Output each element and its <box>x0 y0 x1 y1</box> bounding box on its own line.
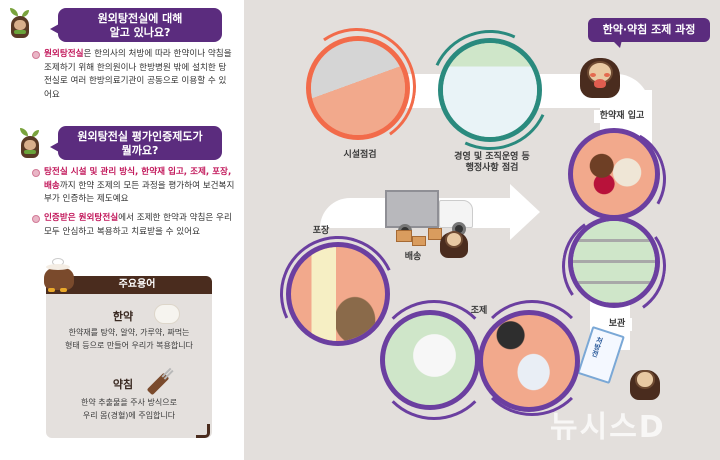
question-2-line2: 뭘까요? <box>121 144 159 157</box>
process-title: 한약·약침 조제 과정 <box>588 18 710 48</box>
step-label-admin-line1: 경영 및 조직운영 등 <box>454 152 530 162</box>
mascot-icon <box>18 128 42 158</box>
question-1-line1: 원외탕전실에 대해 <box>97 12 183 25</box>
acupoint-head-icon <box>385 315 475 405</box>
step-label-facility: 시설점검 <box>343 150 377 160</box>
left-info-panel: 원외탕전실에 대해 알고 있나요? 원외탕전실은 한의사의 처방에 따라 한약이… <box>0 0 244 460</box>
body-text: 에서 조제한 한약과 약침은 우리 모두 안심하고 복용하고 치료받을 수 있어… <box>44 213 232 237</box>
question-bubble-1: 원외탕전실에 대해 알고 있나요? <box>50 8 222 42</box>
step-admin-inspection <box>438 38 542 142</box>
step-label-packaging: 포장 <box>312 226 330 236</box>
parcel-box <box>412 236 426 246</box>
step-label-delivery: 배송 <box>404 252 422 262</box>
parcel-box <box>396 230 412 242</box>
question-bubble-2: 원외탕전실 평가인증제도가 뭘까요? <box>50 126 222 160</box>
prescription-label: 처방전 <box>590 335 605 359</box>
step-packaging <box>286 242 390 346</box>
bullet-paragraph-3: 인증받은 원외탕전실에서 조제한 한약과 약침은 우리 모두 안심하고 복용하고… <box>32 212 236 239</box>
step-label-compounding: 조제 <box>470 306 488 316</box>
mascot-icon <box>630 360 660 400</box>
body-text: 까지 한약 조제의 모든 과정을 평가하여 보건복지부가 인증하는 제도예요 <box>44 180 235 205</box>
glossary-desc-herbal-1: 한약재를 탕약, 알약, 가루약, 짜먹는 <box>68 328 190 337</box>
newsis-watermark: 뉴시스D <box>550 410 666 445</box>
question-1-line2: 알고 있나요? <box>109 26 171 39</box>
delivery-truck-icon <box>385 190 439 228</box>
glossary-term-pharmacopuncture: 약침 <box>112 378 134 391</box>
step-herb-intake <box>568 128 660 220</box>
corner-decoration <box>196 424 210 438</box>
glossary-desc-pharmaco-1: 한약 추출물을 주사 방식으로 <box>81 398 177 407</box>
pot-mascot-icon <box>42 258 76 292</box>
mascot-heart-icon <box>580 48 620 98</box>
glossary-desc-herbal-2: 형태 등으로 만들어 우리가 복용합니다 <box>65 341 193 350</box>
package-box-icon <box>291 247 385 341</box>
highlight-text: 탕전실 시설 및 관리 방식, 한약재 입고, 조제, 포장, 배송 <box>44 167 232 191</box>
step-compounding-herbal <box>478 310 580 412</box>
storage-shelf-icon <box>573 221 655 303</box>
herbal-mortar-icon <box>483 315 575 407</box>
step-label-admin: 경영 및 조직운영 등 행정사항 점검 <box>444 152 540 174</box>
highlight-text: 원외탕전실 <box>44 49 84 59</box>
glossary-desc-pharmaco-2: 우리 몸(경혈)에 주입합니다 <box>82 411 176 420</box>
decorative-arc <box>374 300 494 420</box>
body-text: 은 한의사의 처방에 따라 한약이나 약침을 조제하기 위해 한의원이나 한방병… <box>44 49 232 100</box>
highlight-text: 인증받은 원외탕전실 <box>44 213 119 223</box>
bullet-icon <box>32 51 40 59</box>
step-compounding-acupuncture <box>380 310 480 410</box>
step-storage <box>568 216 660 308</box>
step-label-herb-intake: 한약재 입고 <box>594 110 650 123</box>
bullet-icon <box>32 169 40 177</box>
glossary-box: 주요용어 한약 한약재를 탕약, 알약, 가루약, 짜먹는 형태 등으로 만들어… <box>46 276 212 438</box>
bullet-icon <box>32 215 40 223</box>
mascot-icon <box>8 8 32 38</box>
step-label-admin-line2: 행정사항 점검 <box>465 163 519 173</box>
bullet-paragraph-2: 탕전실 시설 및 관리 방식, 한약재 입고, 조제, 포장, 배송까지 한약 … <box>32 166 236 207</box>
step-facility-inspection <box>306 36 410 140</box>
mascot-waving-icon <box>440 222 468 258</box>
office-admin-icon <box>443 43 537 137</box>
question-2-line1: 원외탕전실 평가인증제도가 <box>77 130 203 143</box>
decorative-arc <box>474 300 590 416</box>
glossary-term-herbal-medicine: 한약 <box>112 310 134 323</box>
bullet-paragraph-1: 원외탕전실은 한의사의 처방에 따라 한약이나 약침을 조제하기 위해 한의원이… <box>32 48 234 102</box>
arrow-head <box>510 184 540 240</box>
herbal-sacks-icon <box>573 133 655 215</box>
parcel-box <box>428 228 442 240</box>
glossary-header: 주요용어 <box>46 276 212 294</box>
herbal-pouch-icon <box>154 304 180 324</box>
step-label-storage: 보관 <box>602 318 632 331</box>
factory-facility-icon <box>311 41 405 135</box>
